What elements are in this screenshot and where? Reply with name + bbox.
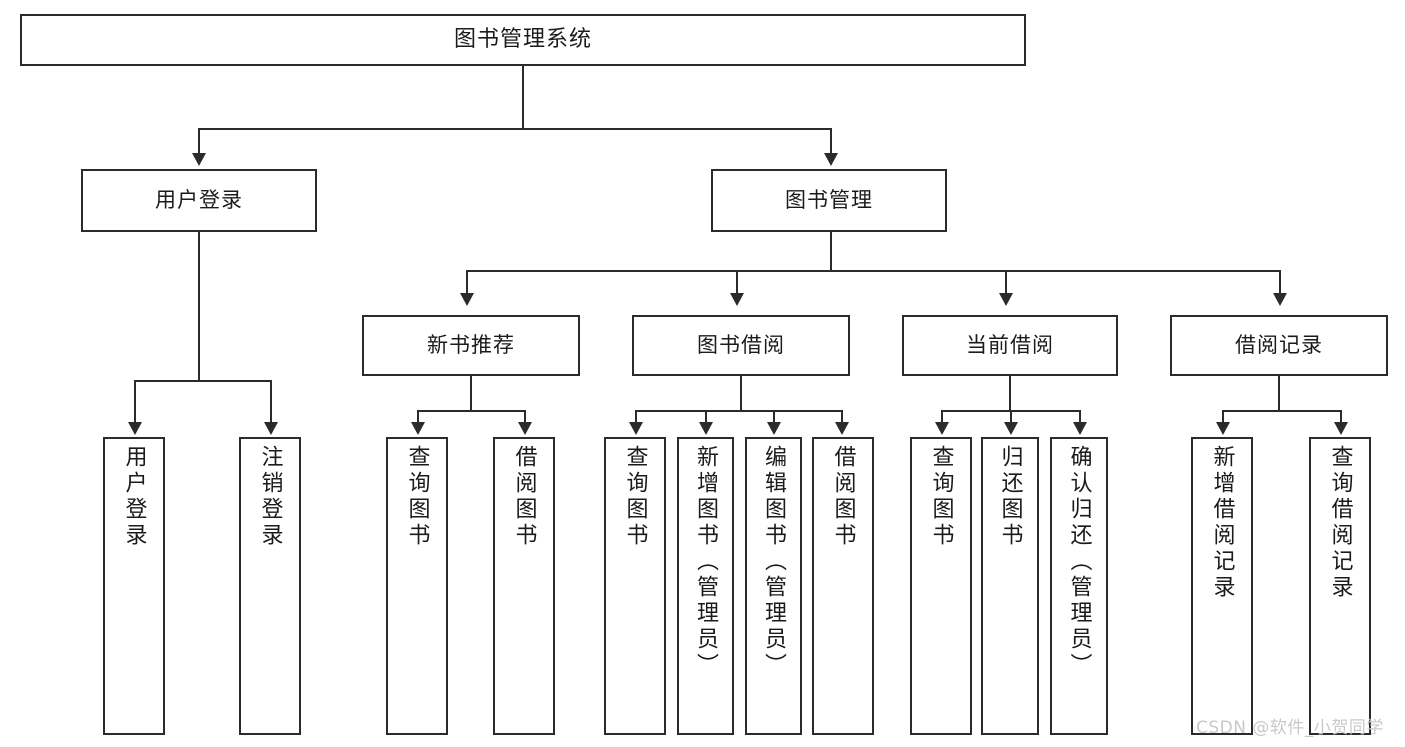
connector-user-login-stem <box>198 232 200 380</box>
csdn-watermark: CSDN @软件_小贺同学 <box>1196 718 1384 738</box>
connector-borrow-record-bus <box>1222 410 1340 412</box>
connector-root-to-user-login <box>198 128 200 156</box>
connector-current-borrow-stem <box>1009 376 1011 410</box>
connector-new-book-bus <box>417 410 524 412</box>
connector-new-book-leaf1 <box>417 410 419 425</box>
connector-current-borrow-leaf3 <box>1079 410 1081 425</box>
connector-new-book-stem <box>470 376 472 410</box>
arrowhead-book-manage-to-book-borrow <box>730 293 744 306</box>
node-label: 查询图书 <box>622 445 648 549</box>
arrowhead-user-login-leaf1 <box>128 422 142 435</box>
arrowhead-book-borrow-leaf3 <box>767 422 781 435</box>
connector-book-manage-to-borrow-record <box>1279 270 1281 296</box>
connector-book-borrow-leaf2 <box>705 410 707 425</box>
connector-user-login-leaf1 <box>134 380 136 425</box>
connector-borrow-record-stem <box>1278 376 1280 410</box>
node-label: 图书管理系统 <box>453 27 592 53</box>
leaf-book-borrow-query[interactable]: 查询图书 <box>604 437 666 735</box>
arrowhead-new-book-leaf2 <box>518 422 532 435</box>
arrowhead-book-borrow-leaf1 <box>629 422 643 435</box>
arrowhead-root-to-user-login <box>192 153 206 166</box>
connector-user-login-leaf2 <box>270 380 272 425</box>
node-label: 归还图书 <box>997 445 1023 549</box>
arrowhead-book-borrow-leaf2 <box>699 422 713 435</box>
node-label: 借阅记录 <box>1235 333 1323 358</box>
connector-new-book-leaf2 <box>524 410 526 425</box>
node-label: 查询图书 <box>404 445 430 549</box>
node-label: 用户登录 <box>155 188 243 213</box>
leaf-current-borrow-return[interactable]: 归还图书 <box>981 437 1039 735</box>
node-label: 新增图书（管理员） <box>693 445 719 679</box>
node-borrow-record[interactable]: 借阅记录 <box>1170 315 1388 376</box>
node-user-login[interactable]: 用户登录 <box>81 169 317 232</box>
connector-book-manage-bus <box>466 270 1280 272</box>
connector-book-borrow-stem <box>740 376 742 410</box>
arrowhead-book-borrow-leaf4 <box>835 422 849 435</box>
node-label: 用户登录 <box>121 445 147 549</box>
leaf-borrow-record-query[interactable]: 查询借阅记录 <box>1309 437 1371 735</box>
arrowhead-borrow-record-leaf2 <box>1334 422 1348 435</box>
node-book-borrow[interactable]: 图书借阅 <box>632 315 850 376</box>
leaf-current-borrow-query[interactable]: 查询图书 <box>910 437 972 735</box>
connector-borrow-record-leaf1 <box>1222 410 1224 425</box>
leaf-user-login-login[interactable]: 用户登录 <box>103 437 165 735</box>
connector-root-to-book-manage <box>830 128 832 156</box>
leaf-new-book-borrow[interactable]: 借阅图书 <box>493 437 555 735</box>
node-label: 注销登录 <box>257 445 283 549</box>
node-new-book-recommendation[interactable]: 新书推荐 <box>362 315 580 376</box>
node-label: 编辑图书（管理员） <box>761 445 787 679</box>
node-label: 新增借阅记录 <box>1209 445 1235 601</box>
node-label: 借阅图书 <box>511 445 537 549</box>
connector-book-borrow-leaf4 <box>841 410 843 425</box>
node-label: 新书推荐 <box>427 333 515 358</box>
connector-book-borrow-leaf3 <box>773 410 775 425</box>
arrowhead-book-manage-to-current-borrow <box>999 293 1013 306</box>
arrowhead-current-borrow-leaf3 <box>1073 422 1087 435</box>
connector-book-borrow-leaf1 <box>635 410 637 425</box>
leaf-book-borrow-add-admin[interactable]: 新增图书（管理员） <box>677 437 734 735</box>
leaf-book-borrow-edit-admin[interactable]: 编辑图书（管理员） <box>745 437 802 735</box>
node-book-management[interactable]: 图书管理 <box>711 169 947 232</box>
node-root-book-management-system[interactable]: 图书管理系统 <box>20 14 1026 66</box>
leaf-new-book-query[interactable]: 查询图书 <box>386 437 448 735</box>
arrowhead-book-manage-to-borrow-record <box>1273 293 1287 306</box>
connector-current-borrow-leaf2 <box>1010 410 1012 425</box>
connector-book-manage-to-current-borrow <box>1005 270 1007 296</box>
node-current-borrow[interactable]: 当前借阅 <box>902 315 1118 376</box>
leaf-borrow-record-add[interactable]: 新增借阅记录 <box>1191 437 1253 735</box>
arrowhead-current-borrow-leaf1 <box>935 422 949 435</box>
node-label: 查询借阅记录 <box>1327 445 1353 601</box>
node-label: 当前借阅 <box>966 333 1054 358</box>
node-label: 查询图书 <box>928 445 954 549</box>
node-label: 图书管理 <box>785 188 873 213</box>
arrowhead-borrow-record-leaf1 <box>1216 422 1230 435</box>
arrowhead-root-to-book-manage <box>824 153 838 166</box>
connector-root-bus <box>198 128 832 130</box>
connector-book-manage-to-new-book <box>466 270 468 296</box>
leaf-current-borrow-confirm-admin[interactable]: 确认归还（管理员） <box>1050 437 1108 735</box>
arrowhead-new-book-leaf1 <box>411 422 425 435</box>
connector-book-manage-to-book-borrow <box>736 270 738 296</box>
node-label: 确认归还（管理员） <box>1066 445 1092 679</box>
leaf-book-borrow-borrow[interactable]: 借阅图书 <box>812 437 874 735</box>
arrowhead-book-manage-to-new-book <box>460 293 474 306</box>
connector-root-stem <box>522 66 524 128</box>
connector-borrow-record-leaf2 <box>1340 410 1342 425</box>
connector-current-borrow-leaf1 <box>941 410 943 425</box>
node-label: 图书借阅 <box>697 333 785 358</box>
leaf-user-login-logout[interactable]: 注销登录 <box>239 437 301 735</box>
connector-user-login-bus <box>134 380 272 382</box>
node-label: 借阅图书 <box>830 445 856 549</box>
arrowhead-user-login-leaf2 <box>264 422 278 435</box>
connector-book-manage-stem <box>830 232 832 270</box>
connector-book-borrow-bus <box>635 410 843 412</box>
arrowhead-current-borrow-leaf2 <box>1004 422 1018 435</box>
